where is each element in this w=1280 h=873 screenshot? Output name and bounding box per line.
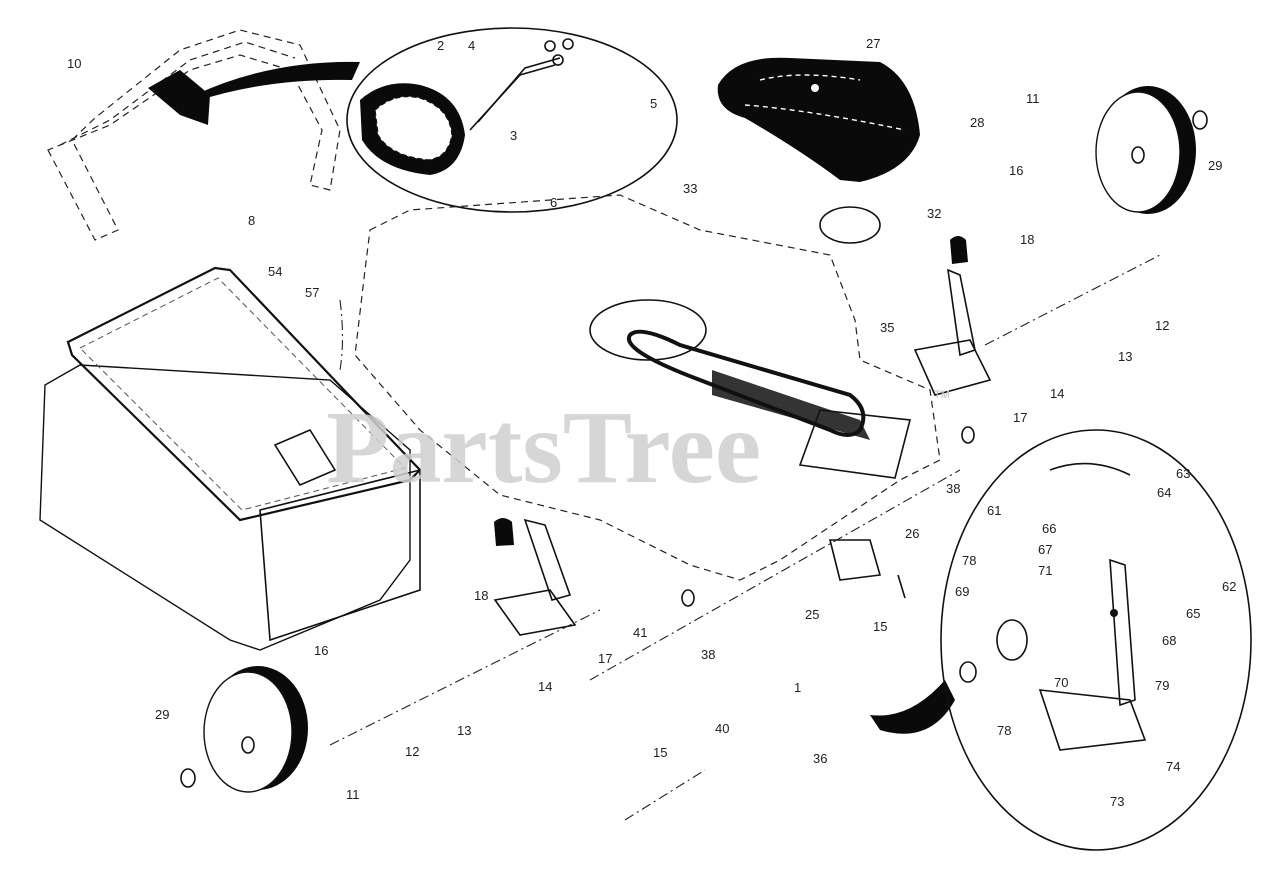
part-label-14: 14 [1050, 386, 1064, 401]
part-label-57: 57 [305, 285, 319, 300]
part-label-26: 26 [905, 526, 919, 541]
wheel-rear-right [1095, 86, 1208, 214]
bolt [897, 574, 906, 599]
part-label-79: 79 [1155, 678, 1169, 693]
watermark-trademark: TM [934, 389, 950, 401]
part-label-6: 6 [550, 195, 557, 210]
part-label-18: 18 [1020, 232, 1034, 247]
bracket [828, 539, 882, 581]
belt-area [589, 299, 707, 361]
mower-deck [339, 194, 941, 581]
part-label-73: 73 [1110, 794, 1124, 809]
part-label-17: 17 [1013, 410, 1027, 425]
part-label-78: 78 [997, 723, 1011, 738]
watermark: PartsTree [326, 390, 761, 505]
axle-line-mid [589, 469, 961, 681]
part-label-12: 12 [1155, 318, 1169, 333]
grass-bag [39, 266, 422, 651]
cap [819, 206, 881, 244]
part-label-14: 14 [538, 679, 552, 694]
axle-line-rear [984, 254, 1161, 346]
part-label-65: 65 [1186, 606, 1200, 621]
washer-2 [681, 589, 695, 607]
part-label-28: 28 [970, 115, 984, 130]
part-label-27: 27 [866, 36, 880, 51]
part-label-40: 40 [715, 721, 729, 736]
part-label-17: 17 [598, 651, 612, 666]
washer [961, 426, 975, 444]
height-adjuster-rear [913, 236, 992, 396]
part-label-66: 66 [1042, 521, 1056, 536]
part-label-16: 16 [314, 643, 328, 658]
part-label-64: 64 [1157, 485, 1171, 500]
part-label-78: 78 [962, 553, 976, 568]
engine-cover [717, 57, 920, 182]
grip-icon [148, 70, 210, 125]
part-label-33: 33 [683, 181, 697, 196]
part-label-11: 11 [1026, 91, 1040, 106]
part-label-16: 16 [1009, 163, 1023, 178]
part-label-63: 63 [1176, 466, 1190, 481]
wheel-front-left [180, 666, 308, 793]
part-label-12: 12 [405, 744, 419, 759]
part-label-8: 8 [248, 213, 255, 228]
part-label-11: 11 [346, 787, 360, 802]
handle [47, 29, 341, 241]
part-label-70: 70 [1054, 675, 1068, 690]
part-label-61: 61 [987, 503, 1001, 518]
zoom-circle-control [346, 27, 678, 213]
axle-line-bottom [624, 769, 706, 821]
part-label-15: 15 [653, 745, 667, 760]
part-label-10: 10 [67, 56, 81, 71]
belt-guard [712, 370, 870, 440]
part-label-13: 13 [457, 723, 471, 738]
part-label-69: 69 [955, 584, 969, 599]
part-label-41: 41 [633, 625, 647, 640]
part-label-1: 1 [794, 680, 801, 695]
part-label-13: 13 [1118, 349, 1132, 364]
callout-pointer-top [195, 61, 360, 100]
part-label-5: 5 [650, 96, 657, 111]
part-label-74: 74 [1166, 759, 1180, 774]
part-label-38: 38 [701, 647, 715, 662]
part-label-71: 71 [1038, 563, 1052, 578]
part-label-29: 29 [1208, 158, 1222, 173]
zoom-circle-blade [870, 429, 1252, 851]
part-label-62: 62 [1222, 579, 1236, 594]
part-label-15: 15 [873, 619, 887, 634]
part-label-32: 32 [927, 206, 941, 221]
part-label-54: 54 [268, 264, 282, 279]
part-label-3: 3 [510, 128, 517, 143]
part-label-4: 4 [468, 38, 475, 53]
part-label-29: 29 [155, 707, 169, 722]
part-label-67: 67 [1038, 542, 1052, 557]
label-plate [798, 409, 912, 479]
part-label-36: 36 [813, 751, 827, 766]
part-label-25: 25 [805, 607, 819, 622]
part-label-68: 68 [1162, 633, 1176, 648]
part-label-2: 2 [437, 38, 444, 53]
part-label-38: 38 [946, 481, 960, 496]
part-label-35: 35 [880, 320, 894, 335]
height-adjuster-front [493, 518, 577, 636]
part-label-18: 18 [474, 588, 488, 603]
